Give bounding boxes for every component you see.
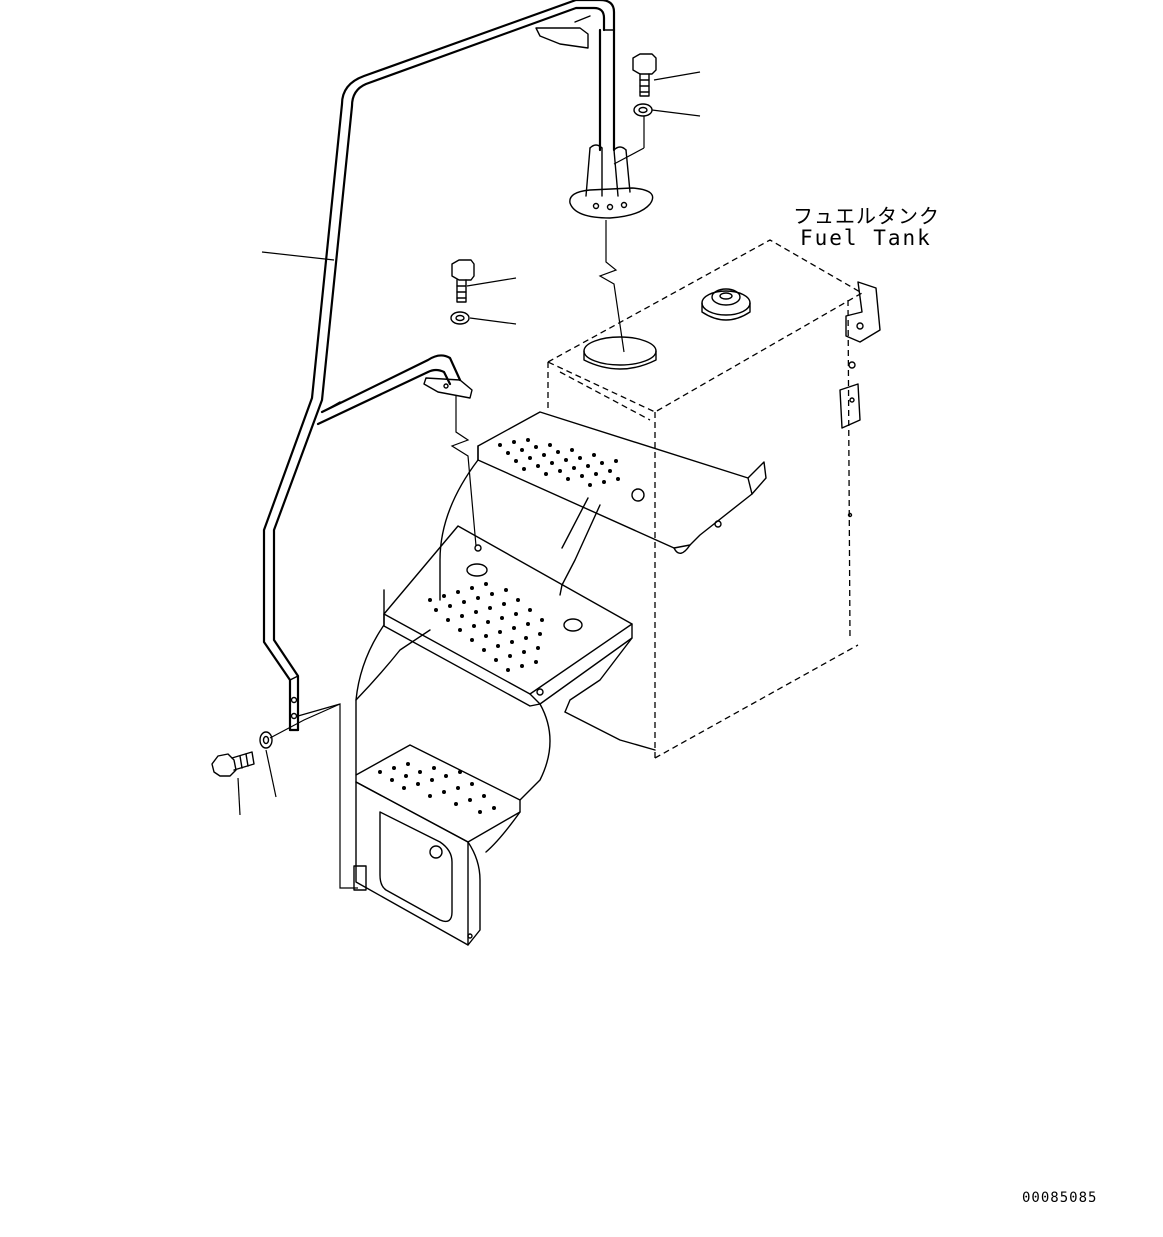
step-upper	[477, 411, 767, 554]
bolt-middle	[451, 259, 475, 303]
step-middle	[383, 525, 633, 707]
fuel-tank-label-en: Fuel Tank	[800, 226, 932, 250]
bolt-lower	[211, 751, 255, 777]
drawing-number: 00085085	[1022, 1190, 1098, 1206]
leader-lines	[237, 71, 701, 889]
washer-upper-right	[633, 103, 653, 117]
washer-lower	[259, 731, 273, 749]
filler-cap	[701, 288, 751, 321]
fuel-tank	[546, 239, 881, 759]
handrail	[262, 0, 654, 732]
tread-holes-middle	[428, 582, 544, 672]
bolt-upper-right	[632, 53, 657, 97]
step-lower	[353, 744, 521, 946]
washer-middle	[450, 311, 470, 325]
tread-holes-upper	[498, 438, 620, 487]
tread-holes-lower	[378, 762, 496, 814]
step-assembly	[353, 411, 767, 946]
fuel-tank-label-jp: フュエルタンク	[793, 204, 940, 228]
